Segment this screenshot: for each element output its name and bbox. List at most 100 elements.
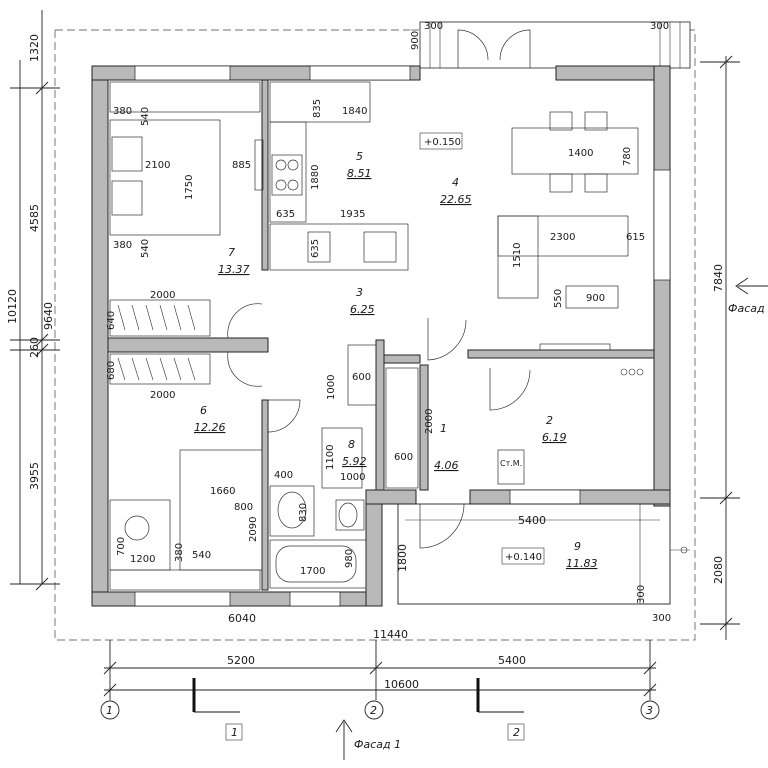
dim-1935: 1935 [340, 209, 365, 220]
dim-1660: 1660 [210, 486, 235, 497]
room-number-7: 7 [228, 246, 235, 259]
axis-2: 2 [370, 704, 377, 717]
room-number-1: 1 [440, 422, 447, 435]
dim-635-a: 635 [276, 209, 295, 220]
bedroom-6-furniture [109, 449, 263, 591]
room-area-7: 13.37 [218, 263, 250, 276]
bedroom-7-furniture [109, 81, 264, 236]
dim-885: 885 [232, 160, 251, 171]
kitchen-furniture [269, 81, 409, 271]
room-area-4: 22.65 [440, 193, 472, 206]
level-main: +0.150 [424, 137, 461, 148]
dim-2000-b: 2000 [150, 390, 175, 401]
dim-640: 640 [106, 311, 117, 330]
room-number-9: 9 [574, 540, 581, 553]
dim-1510: 1510 [512, 243, 523, 268]
dim-800: 800 [234, 502, 253, 513]
dim-2000-a: 2000 [150, 290, 175, 301]
dim-1400: 1400 [568, 148, 593, 159]
section-marks: 1 2 [192, 678, 525, 741]
boiler-room-furniture [489, 368, 644, 485]
dim-2300: 2300 [550, 232, 575, 243]
grid-axes: 1 2 3 [100, 700, 660, 720]
room-area-8: 5.92 [342, 455, 367, 468]
dim-right-7840: 7840 [712, 264, 725, 292]
dim-600-a: 600 [352, 372, 371, 383]
dim-left-10120: 10120 [6, 289, 19, 324]
dim-1200: 1200 [130, 554, 155, 565]
dim-900: 900 [586, 293, 605, 304]
dim-700: 700 [116, 537, 127, 556]
dim-1750: 1750 [184, 175, 195, 200]
bathroom-furniture [227, 303, 367, 589]
dim-5400-bottom: 5400 [498, 654, 526, 667]
dim-615: 615 [626, 232, 645, 243]
closets [109, 299, 419, 489]
room-number-3: 3 [356, 286, 363, 299]
dim-300-top-right: 300 [650, 21, 669, 32]
dim-680: 680 [106, 361, 117, 380]
facade-1-marker: Фасад 1 [335, 719, 401, 760]
room-number-5: 5 [356, 150, 363, 163]
dim-550: 550 [553, 289, 564, 308]
foundation-outline [54, 29, 696, 641]
room-area-6: 12.26 [194, 421, 226, 434]
left-dimension-chains: 1320 4585 10120 9640 260 3955 [6, 10, 60, 591]
right-dimension-chains: 7840 2080 [670, 55, 740, 640]
dim-left-1320: 1320 [28, 34, 41, 62]
facade-2-marker: Фасад 2 [728, 277, 768, 315]
room-area-9: 11.83 [566, 557, 598, 570]
dim-1000-b: 1000 [340, 472, 365, 483]
dim-835: 835 [312, 99, 323, 118]
axis-3: 3 [646, 704, 653, 717]
dim-300-d: 300 [652, 613, 671, 624]
dim-635-b: 635 [310, 239, 321, 258]
dim-left-260: 260 [28, 337, 41, 358]
dim-1840: 1840 [342, 106, 367, 117]
dim-10600: 10600 [384, 678, 419, 691]
dim-780: 780 [622, 147, 633, 166]
dim-left-9640: 9640 [42, 302, 55, 330]
interior-dimensions: 300 300 900 1840 835 1400 780 2100 885 1… [106, 21, 671, 641]
terrace [397, 503, 671, 605]
dim-300-c: 300 [636, 585, 647, 604]
dim-380-c: 380 [174, 543, 185, 562]
facade-1-label: Фасад 1 [354, 738, 401, 751]
room-number-6: 6 [200, 404, 207, 417]
dim-1880: 1880 [310, 165, 321, 190]
room-area-5: 8.51 [347, 167, 372, 180]
room-area-1: 4.06 [434, 459, 459, 472]
dim-5400-terrace: 5400 [518, 514, 546, 527]
dim-left-4585: 4585 [28, 204, 41, 232]
dim-2000-c: 2000 [424, 409, 435, 434]
dim-right-2080: 2080 [712, 556, 725, 584]
section-1: 1 [231, 726, 238, 739]
dim-11440: 11440 [373, 628, 408, 641]
dim-6040: 6040 [228, 612, 256, 625]
room-number-4: 4 [452, 176, 459, 189]
room-labels: 7 13.37 5 8.51 4 22.65 3 6.25 6 12.26 8 … [194, 132, 598, 570]
dim-600-b: 600 [394, 452, 413, 463]
section-2: 2 [513, 726, 520, 739]
dim-980: 980 [344, 549, 355, 568]
room-number-2: 2 [546, 414, 553, 427]
dim-1100: 1100 [325, 445, 336, 470]
dim-540-c: 540 [192, 550, 211, 561]
appliance-label: Ст.М. [500, 459, 522, 468]
dim-900-top: 900 [410, 31, 421, 50]
room-area-3: 6.25 [350, 303, 375, 316]
dim-380-a: 380 [113, 106, 132, 117]
living-furniture [427, 111, 639, 361]
dim-830: 830 [298, 503, 309, 522]
room-number-8: 8 [348, 438, 355, 451]
dim-1000-a: 1000 [326, 375, 337, 400]
dim-2100: 2100 [145, 160, 170, 171]
dim-2090: 2090 [248, 517, 259, 542]
windows [134, 65, 671, 607]
dim-400: 400 [274, 470, 293, 481]
room-area-2: 6.19 [542, 431, 567, 444]
dim-1800: 1800 [396, 544, 409, 572]
dim-300-top-left: 300 [424, 21, 443, 32]
north-porch [419, 21, 691, 69]
